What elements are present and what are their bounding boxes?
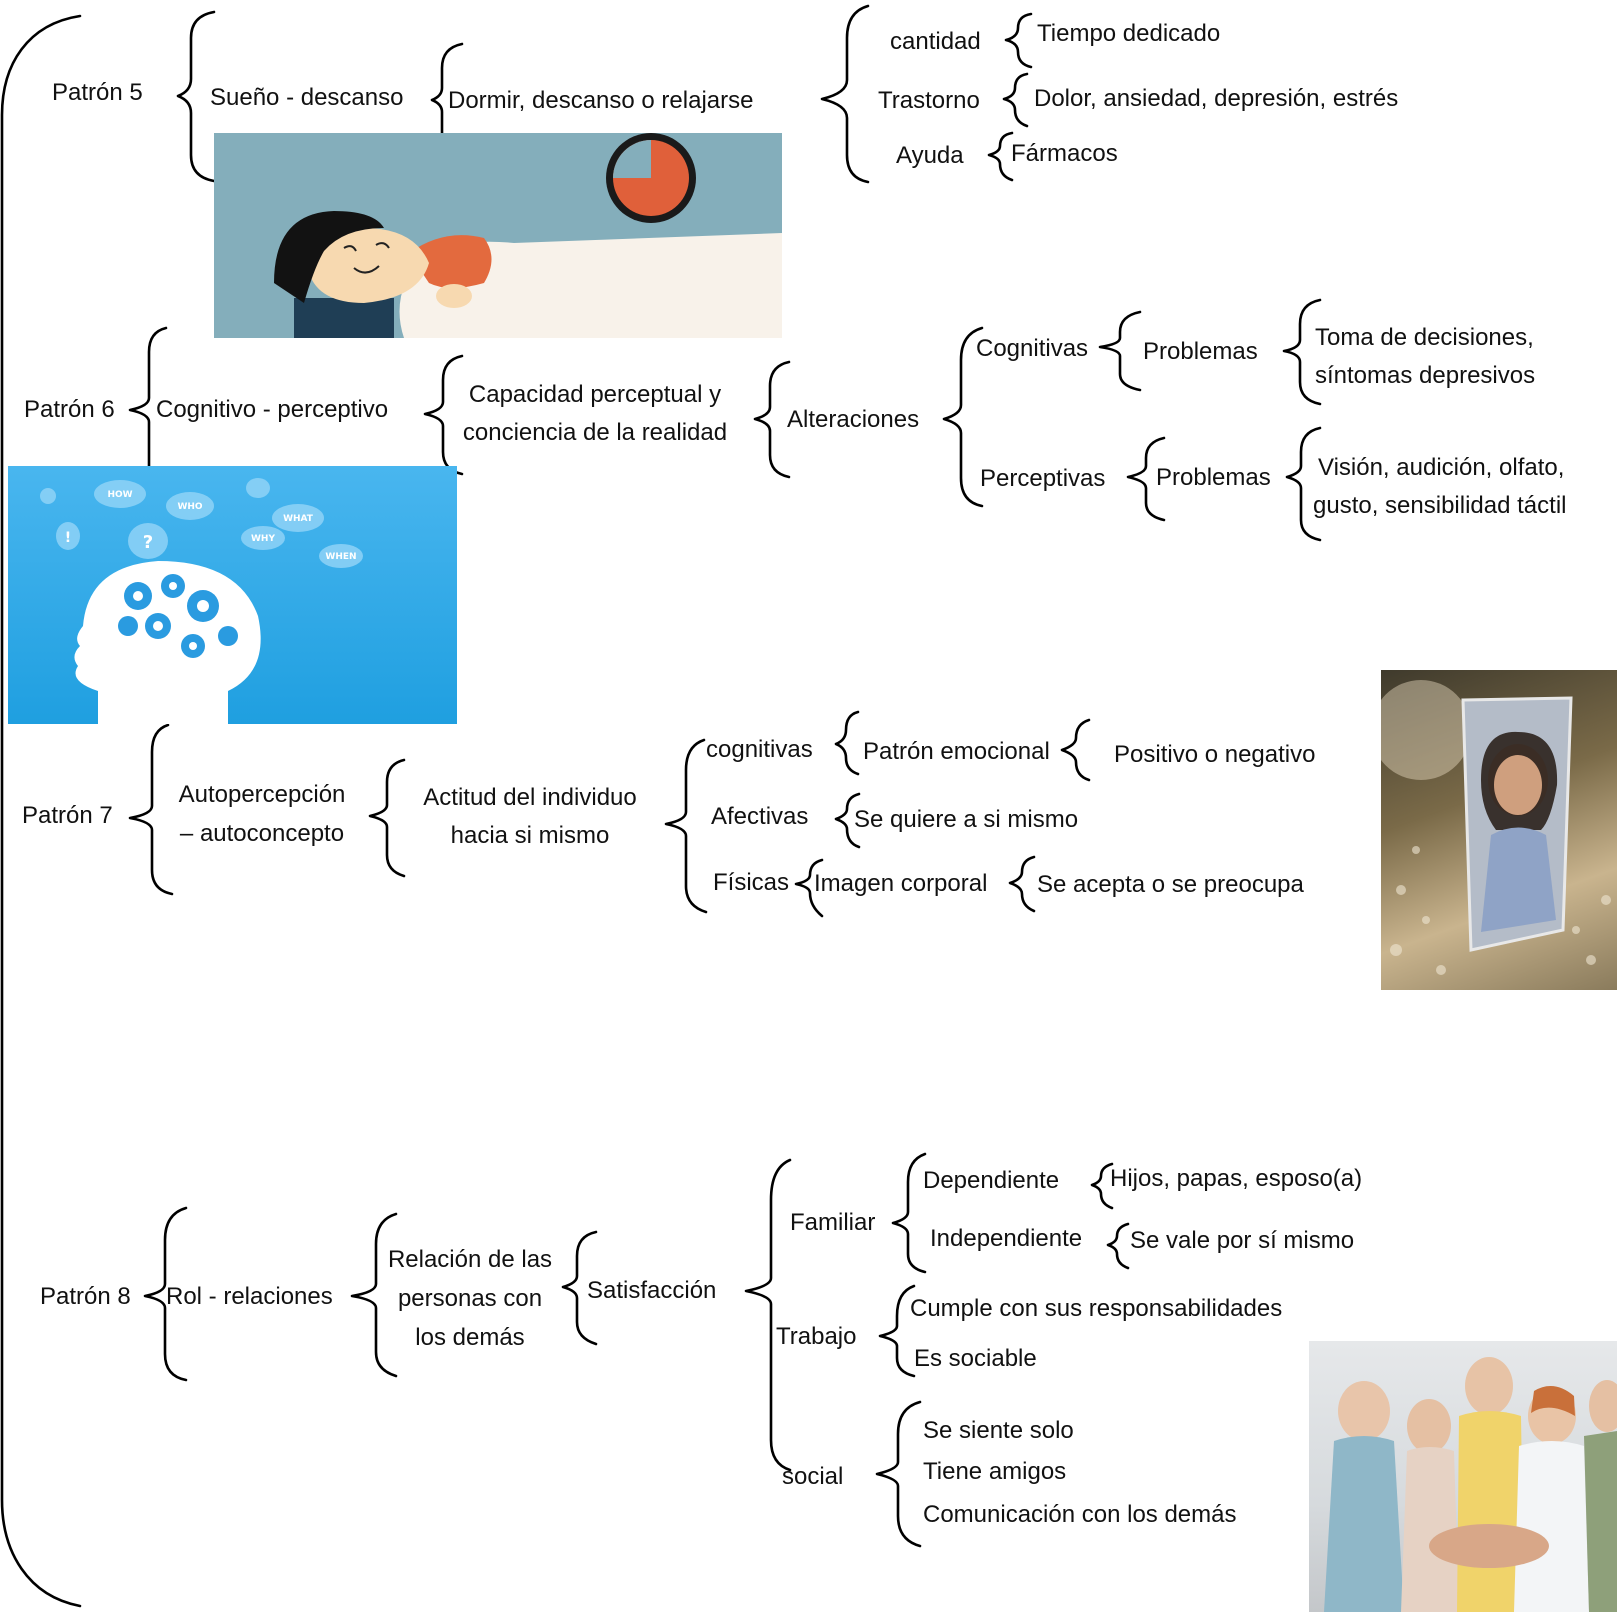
p5-label: Patrón 5 [52, 79, 143, 106]
p8-independiente-detail: Se vale por sí mismo [1130, 1227, 1355, 1254]
bracket-p5-items [820, 4, 870, 184]
p8-desc-line3: los demás [415, 1324, 525, 1351]
p7-name-line1: Autopercepción [178, 781, 346, 808]
p5-item-key-2: Trastorno [878, 87, 980, 114]
bubble-who: WHO [177, 502, 202, 512]
p8-dependiente: Dependiente [923, 1167, 1060, 1194]
p8-trabajo-item-1: Cumple con sus responsabilidades [910, 1295, 1283, 1322]
p8-name: Rol - relaciones [166, 1283, 333, 1310]
p6-desc-line2: conciencia de la realidad [462, 419, 728, 446]
p8-familiar: Familiar [790, 1209, 876, 1236]
p6-desc-line1: Capacidad perceptual y [468, 381, 722, 408]
p8-satisfaccion: Satisfacción [587, 1277, 717, 1304]
p6-perceptivas-detail-2: gusto, sensibilidad táctil [1313, 492, 1567, 519]
p8-label: Patrón 8 [40, 1283, 131, 1310]
p5-desc: Dormir, descanso o relajarse [448, 87, 754, 114]
p8-social: social [782, 1463, 844, 1490]
bubble-how: HOW [107, 490, 132, 500]
bubble-why: WHY [251, 534, 275, 544]
p6-cognitivas: Cognitivas [976, 335, 1089, 362]
p7-se-quiere: Se quiere a si mismo [854, 806, 1079, 833]
p8-social-item-2: Tiene amigos [923, 1458, 1067, 1485]
mirror-photo [1381, 670, 1617, 990]
p7-patron-emocional: Patrón emocional [863, 738, 1050, 765]
p7-desc-line2: hacia si mismo [450, 822, 610, 849]
bracket-p6-alt [753, 360, 791, 479]
p8-trabajo-item-2: Es sociable [914, 1345, 1037, 1372]
p5-item-value-3: Fármacos [1011, 140, 1118, 167]
p7-imagen-corporal: Imagen corporal [814, 870, 988, 897]
bubble-question: ? [143, 532, 153, 553]
p8-social-item-3: Comunicación con los demás [923, 1501, 1237, 1528]
bracket-p7-desc [664, 738, 708, 914]
bracket-p5 [176, 10, 216, 183]
bubble-what: WHAT [283, 514, 314, 524]
p6-cognitivas-detail-1: Toma de decisiones, [1315, 324, 1534, 351]
p6-alteraciones: Alteraciones [787, 406, 920, 433]
p6-perceptivas-detail-1: Visión, audición, olfato, [1318, 454, 1565, 481]
p7-positivo-negativo: Positivo o negativo [1114, 741, 1316, 768]
brain-illustration: HOW WHO WHAT WHY WHEN ? ! [8, 466, 457, 724]
p6-cognitivas-problemas: Problemas [1143, 338, 1258, 365]
sleep-illustration [214, 133, 782, 338]
p7-cognitivas: cognitivas [706, 736, 813, 763]
p5-item-value-2: Dolor, ansiedad, depresión, estrés [1034, 85, 1399, 112]
p5-item-key-1: cantidad [890, 28, 981, 55]
bracket-p8-sat [744, 1158, 792, 1472]
p8-dependiente-detail: Hijos, papas, esposo(a) [1110, 1165, 1363, 1192]
p7-fisicas: Físicas [713, 869, 790, 896]
p8-social-item-1: Se siente solo [923, 1417, 1074, 1444]
p8-desc-line1: Relación de las [387, 1246, 553, 1273]
p6-cognitivas-detail-2: síntomas depresivos [1315, 362, 1536, 389]
p7-name-line2: – autoconcepto [179, 820, 345, 847]
p7-label: Patrón 7 [22, 802, 113, 829]
p6-perceptivas-problemas: Problemas [1156, 464, 1271, 491]
p7-afectivas: Afectivas [711, 803, 809, 830]
p6-label: Patrón 6 [24, 396, 115, 423]
p8-desc-line2: personas con [397, 1285, 543, 1312]
p6-perceptivas: Perceptivas [980, 465, 1106, 492]
p5-item-key-3: Ayuda [896, 142, 964, 169]
p8-independiente: Independiente [930, 1225, 1083, 1252]
p7-se-acepta: Se acepta o se preocupa [1037, 871, 1304, 898]
seniors-photo [1309, 1341, 1617, 1612]
p5-item-value-1: Tiempo dedicado [1037, 20, 1221, 47]
bracket-p7-name [368, 758, 406, 878]
p8-trabajo: Trabajo [776, 1323, 857, 1350]
bubble-when: WHEN [325, 552, 356, 562]
p6-name: Cognitivo - perceptivo [156, 396, 389, 423]
p7-desc-line1: Actitud del individuo [423, 784, 637, 811]
bubble-exclaim: ! [65, 530, 71, 546]
p5-name: Sueño - descanso [210, 84, 404, 111]
